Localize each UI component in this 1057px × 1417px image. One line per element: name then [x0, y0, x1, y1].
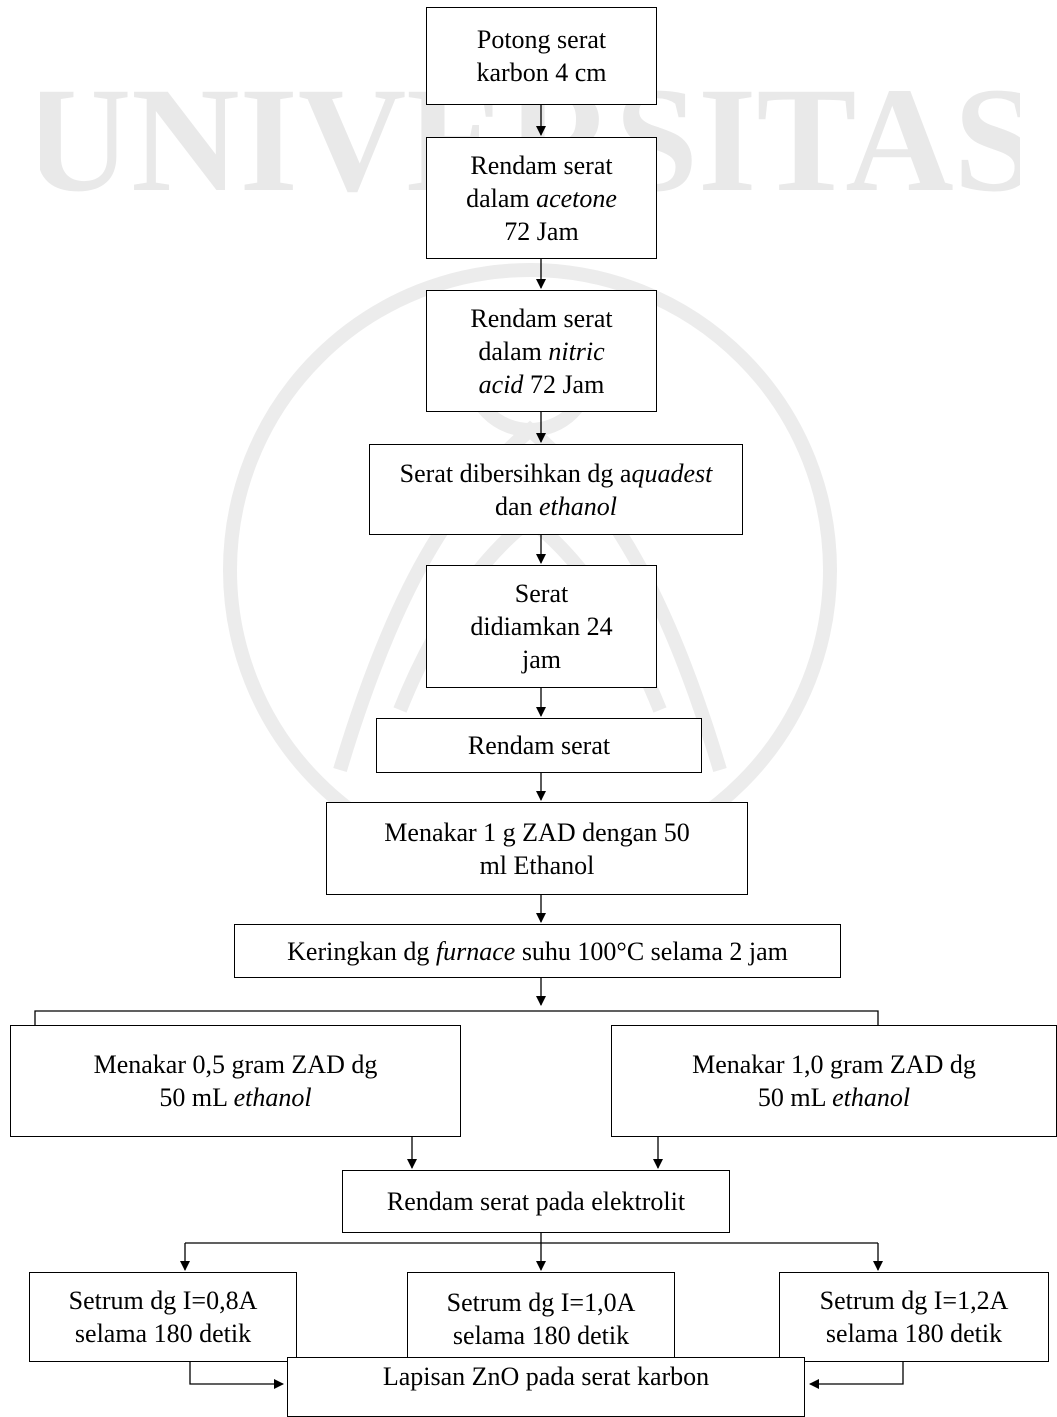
text-run: Rendam serat — [467, 731, 611, 760]
text-run: Keringkan dg — [287, 936, 436, 966]
step-text-line: jam — [522, 643, 561, 676]
step-text-line: Rendam serat — [470, 302, 612, 335]
text-run: Setrum dg I=0,8A — [68, 1286, 258, 1315]
text-run: Lapisan ZnO pada serat karbon — [382, 1362, 710, 1391]
step-text-line: selama 180 detik — [75, 1317, 251, 1350]
italic-term: furnace — [435, 936, 516, 966]
text-run: Rendam serat — [470, 303, 613, 333]
step-text-line: Potong serat — [477, 23, 606, 56]
step-text-line: Serat — [515, 577, 568, 610]
text-run: selama 180 detik — [74, 1319, 252, 1348]
step-text-line: 50 mL ethanol — [159, 1081, 311, 1114]
step-text-line: karbon 4 cm — [477, 56, 607, 89]
text-run: Rendam serat — [470, 150, 613, 180]
text-run: Menakar 1,0 gram ZAD dg — [692, 1050, 976, 1079]
step-text-line: dan ethanol — [495, 490, 617, 523]
step-text-line: Menakar 1,0 gram ZAD dg — [692, 1048, 976, 1081]
step-text-line: Menakar 1 g ZAD dengan 50 — [384, 816, 689, 849]
text-run: dalam — [466, 183, 537, 213]
text-run: 72 Jam — [523, 369, 605, 399]
step-text-line: acid 72 Jam — [479, 368, 605, 401]
step-rest-fiber: Serat didiamkan 24 jam — [426, 565, 657, 688]
step-text-line: Setrum dg I=1,2A — [820, 1284, 1009, 1317]
step-text-line: Lapisan ZnO pada serat karbon — [383, 1360, 709, 1393]
step-text-line: 72 Jam — [504, 215, 578, 248]
step-text-line: selama 180 detik — [453, 1319, 629, 1352]
text-run: selama 180 detik — [825, 1319, 1003, 1348]
text-run: Setrum dg I=1,0A — [446, 1287, 636, 1317]
text-run: Menakar 1 g ZAD dengan 50 — [384, 817, 690, 847]
italic-term: ethanol — [832, 1083, 911, 1112]
step-text-line: Setrum dg I=1,0A — [447, 1286, 636, 1319]
text-run: Potong serat — [476, 25, 607, 54]
text-run: didiamkan 24 — [470, 612, 613, 641]
step-text-line: Keringkan dg furnace suhu 100°C selama 2… — [287, 935, 788, 968]
step-text-line: Rendam serat pada elektrolit — [387, 1185, 685, 1218]
step-text-line: Serat dibersihkan dg aquadest — [400, 457, 713, 490]
step-text-line: selama 180 detik — [826, 1317, 1002, 1350]
text-run: Serat — [514, 579, 569, 608]
italic-term: quadest — [631, 458, 713, 488]
text-run: 50 mL — [757, 1083, 833, 1112]
text-run: karbon 4 cm — [476, 58, 607, 87]
split-bar — [34, 1010, 879, 1025]
step-current-0-8a: Setrum dg I=0,8A selama 180 detik — [29, 1272, 297, 1362]
step-soak-fiber: Rendam serat — [376, 718, 702, 773]
italic-term: ethanol — [539, 491, 618, 521]
step-text-line: ml Ethanol — [480, 849, 595, 882]
italic-term: acid — [478, 369, 524, 399]
text-run: selama 180 detik — [452, 1320, 630, 1350]
step-cut-fiber: Potong serat karbon 4 cm — [426, 7, 657, 105]
arrow-11a-12 — [189, 1362, 284, 1389]
text-run: ml Ethanol — [479, 850, 595, 880]
text-run: 50 mL — [159, 1083, 234, 1112]
text-run: dalam — [478, 336, 549, 366]
step-current-1-2a: Setrum dg I=1,2A selama 180 detik — [779, 1272, 1049, 1362]
step-zno-coating-result: Lapisan ZnO pada serat karbon — [287, 1357, 805, 1417]
step-text-line: Menakar 0,5 gram ZAD dg — [94, 1048, 378, 1081]
italic-term: ethanol — [233, 1083, 312, 1112]
step-text-line: Rendam serat — [468, 729, 610, 762]
arrow-11c-12 — [809, 1362, 904, 1389]
text-run: Setrum dg I=1,2A — [819, 1286, 1009, 1315]
italic-term: acetone — [536, 183, 617, 213]
step-text-line: dalam acetone — [466, 182, 617, 215]
step-text-line: Rendam serat — [470, 149, 612, 182]
text-run: Menakar 0,5 gram ZAD dg — [93, 1050, 378, 1079]
text-run: jam — [522, 645, 561, 674]
step-dry-furnace: Keringkan dg furnace suhu 100°C selama 2… — [234, 924, 841, 978]
text-run: dan — [494, 491, 540, 521]
text-run: Rendam serat pada elektrolit — [386, 1187, 686, 1216]
step-text-line: Setrum dg I=0,8A — [69, 1284, 258, 1317]
text-run: suhu 100°C selama 2 jam — [515, 936, 788, 966]
step-text-line: 50 mL ethanol — [758, 1081, 910, 1114]
step-text-line: dalam nitric — [478, 335, 604, 368]
step-soak-electrolyte: Rendam serat pada elektrolit — [342, 1170, 730, 1233]
text-run: Serat dibersihkan dg a — [399, 458, 632, 488]
italic-term: nitric — [548, 336, 605, 366]
text-run: 72 Jam — [504, 216, 579, 246]
step-text-line: didiamkan 24 — [470, 610, 612, 643]
